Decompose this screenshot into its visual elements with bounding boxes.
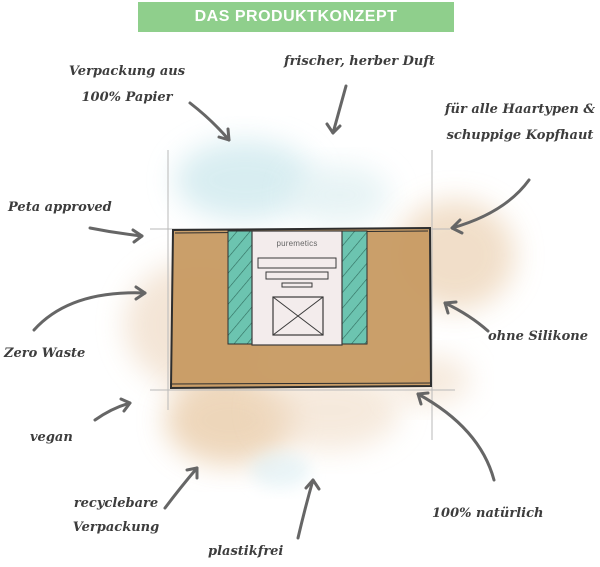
placeholder-image-icon [272, 296, 324, 336]
arrow-icon [443, 301, 490, 333]
label-plastikfrei: plastikfrei [208, 544, 284, 559]
arrow-icon [188, 101, 231, 142]
arrow-icon [93, 401, 132, 422]
arrow-icon [32, 291, 147, 332]
label-zero-waste: Zero Waste [4, 346, 86, 361]
label-duft: frischer, herber Duft [284, 54, 435, 69]
arrow-icon [331, 84, 348, 135]
arrow-icon [416, 392, 496, 482]
label-recyclebar: recyclebare Verpackung [72, 496, 160, 535]
arrow-icon [450, 178, 531, 230]
label-silikone: ohne Silikone [488, 329, 588, 344]
page-title: DAS PRODUKTKONZEPT [138, 2, 454, 32]
label-haartypen: für alle Haartypen & schuppige Kopfhaut [444, 102, 596, 143]
brand-name: puremetics [276, 239, 318, 248]
label-peta: Peta approved [8, 200, 112, 215]
label-vegan: vegan [30, 430, 73, 445]
front-label [251, 230, 343, 346]
label-natuerlich: 100% natürlich [432, 506, 544, 521]
arrow-icon [88, 226, 144, 238]
teal-side-panels [227, 230, 368, 345]
arrow-icons [32, 84, 531, 540]
arrow-icon [296, 478, 315, 540]
arrow-icon [163, 466, 199, 510]
label-verpackung-papier: Verpackung aus 100% Papier [68, 64, 186, 105]
